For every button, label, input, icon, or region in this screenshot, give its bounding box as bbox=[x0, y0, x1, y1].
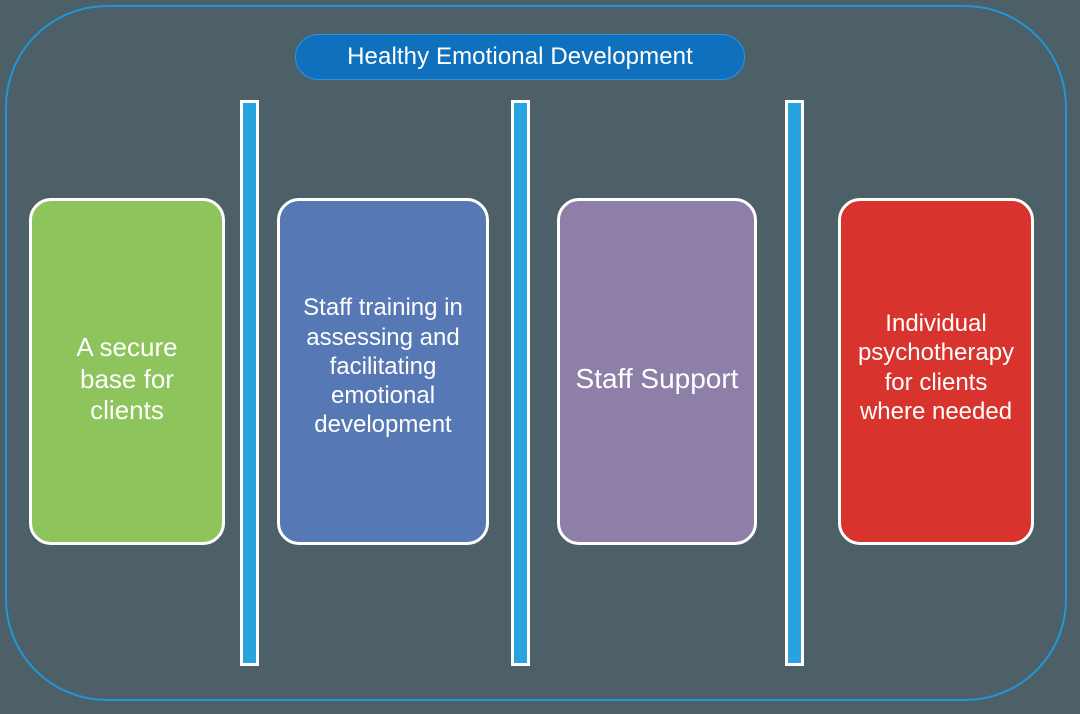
connector-bar-2 bbox=[511, 100, 530, 666]
connector-bar-1 bbox=[240, 100, 259, 666]
staff-support-box: Staff Support bbox=[557, 198, 757, 545]
secure-base-box: A secure base for clients bbox=[29, 198, 225, 545]
individual-psychotherapy-box-label: Individual psychotherapy for clients whe… bbox=[857, 309, 1015, 425]
secure-base-box-label: A secure base for clients bbox=[76, 331, 178, 426]
diagram-title-label: Healthy Emotional Development bbox=[347, 43, 693, 70]
individual-psychotherapy-box: Individual psychotherapy for clients whe… bbox=[838, 198, 1034, 545]
staff-training-box: Staff training in assessing and facilita… bbox=[277, 198, 489, 545]
staff-support-box-label: Staff Support bbox=[575, 363, 739, 395]
staff-training-box-label: Staff training in assessing and facilita… bbox=[303, 294, 463, 439]
connector-bar-3 bbox=[785, 100, 804, 666]
diagram-title-banner: Healthy Emotional Development bbox=[295, 34, 745, 80]
